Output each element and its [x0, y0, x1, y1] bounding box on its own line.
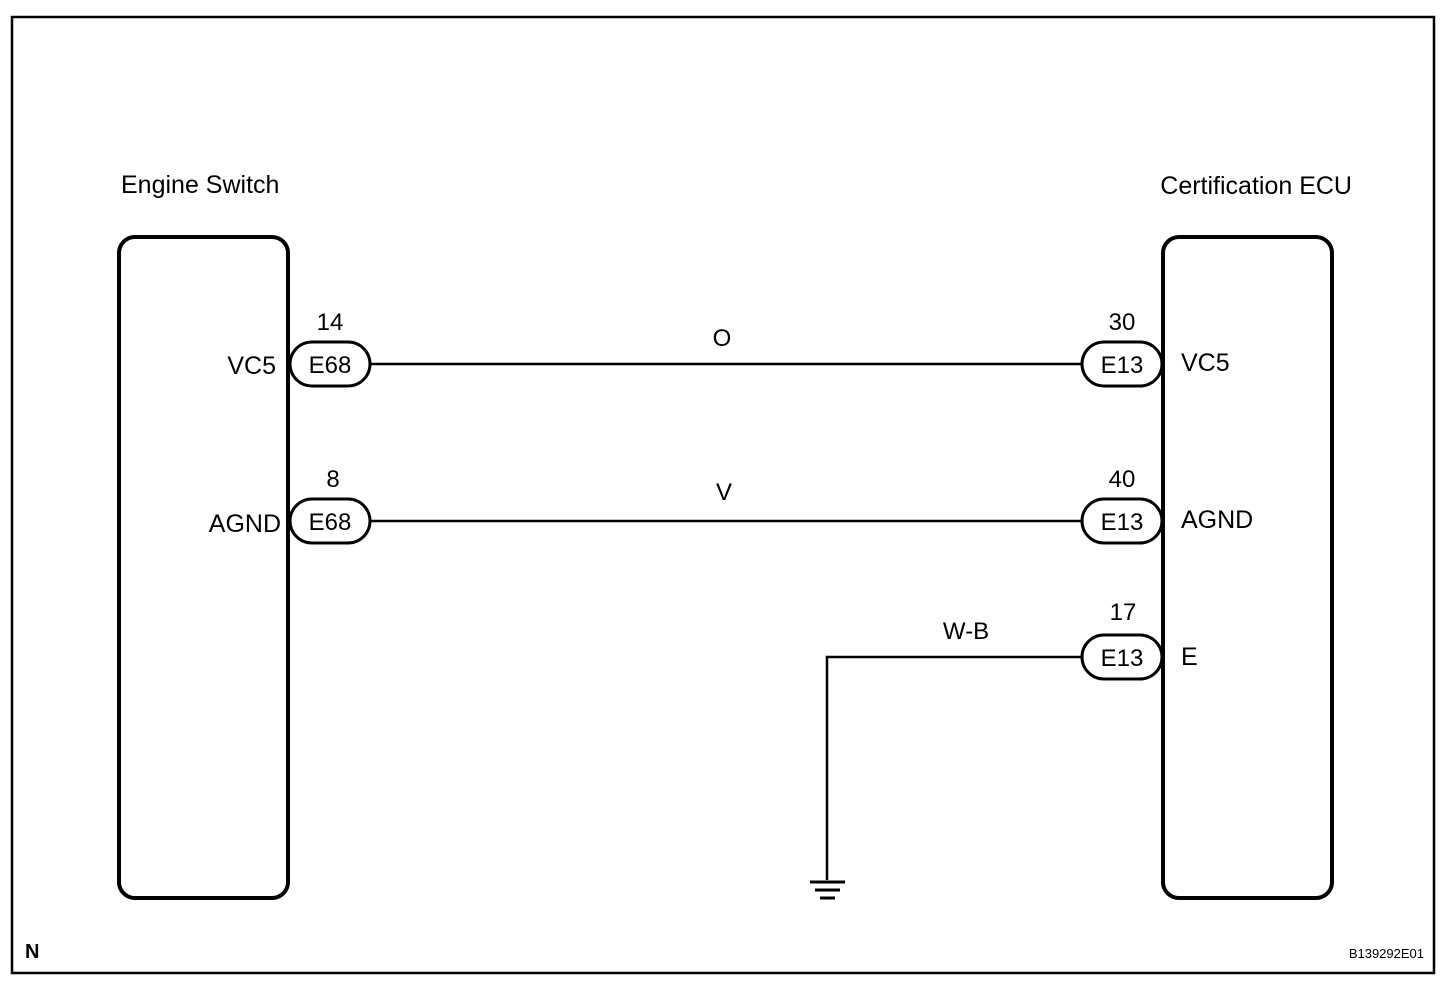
right-pin-30: 30 [1109, 309, 1136, 336]
wire-w-b-color-label: W-B [943, 618, 989, 645]
left-connector-e68-2-label: E68 [309, 509, 352, 536]
certification-ecu-box [1161, 235, 1334, 900]
wire-w-b [825, 655, 1082, 880]
left-pin-8: 8 [326, 466, 339, 493]
footer-left-mark: N [25, 941, 39, 963]
certification-ecu-title: Certification ECU [1160, 172, 1352, 200]
right-connector-e13-1 [1080, 340, 1164, 388]
engine-switch-title: Engine Switch [121, 171, 279, 199]
left-connector-e68-2 [288, 497, 372, 545]
right-terminal-e: E [1181, 643, 1198, 671]
right-terminal-vc5: VC5 [1181, 349, 1230, 377]
ground-icon [810, 880, 845, 900]
left-terminal-vc5: VC5 [227, 352, 276, 380]
figure-code: B139292E01 [1349, 946, 1424, 961]
wire-v-color-label: V [716, 479, 732, 506]
right-connector-e13-3-label: E13 [1101, 645, 1144, 672]
right-pin-17: 17 [1110, 599, 1137, 626]
diagram-frame [10, 15, 1436, 975]
wire-o-color-label: O [713, 325, 732, 352]
right-connector-e13-1-label: E13 [1101, 352, 1144, 379]
right-terminal-agnd: AGND [1181, 506, 1253, 534]
left-connector-e68-1-label: E68 [309, 352, 352, 379]
right-connector-e13-2 [1080, 497, 1164, 545]
engine-switch-box [117, 235, 290, 900]
left-pin-14: 14 [317, 309, 344, 336]
right-pin-40: 40 [1109, 466, 1136, 493]
left-terminal-agnd: AGND [209, 510, 281, 538]
left-connector-e68-1 [288, 340, 372, 388]
right-connector-e13-2-label: E13 [1101, 509, 1144, 536]
right-connector-e13-3 [1080, 633, 1164, 681]
